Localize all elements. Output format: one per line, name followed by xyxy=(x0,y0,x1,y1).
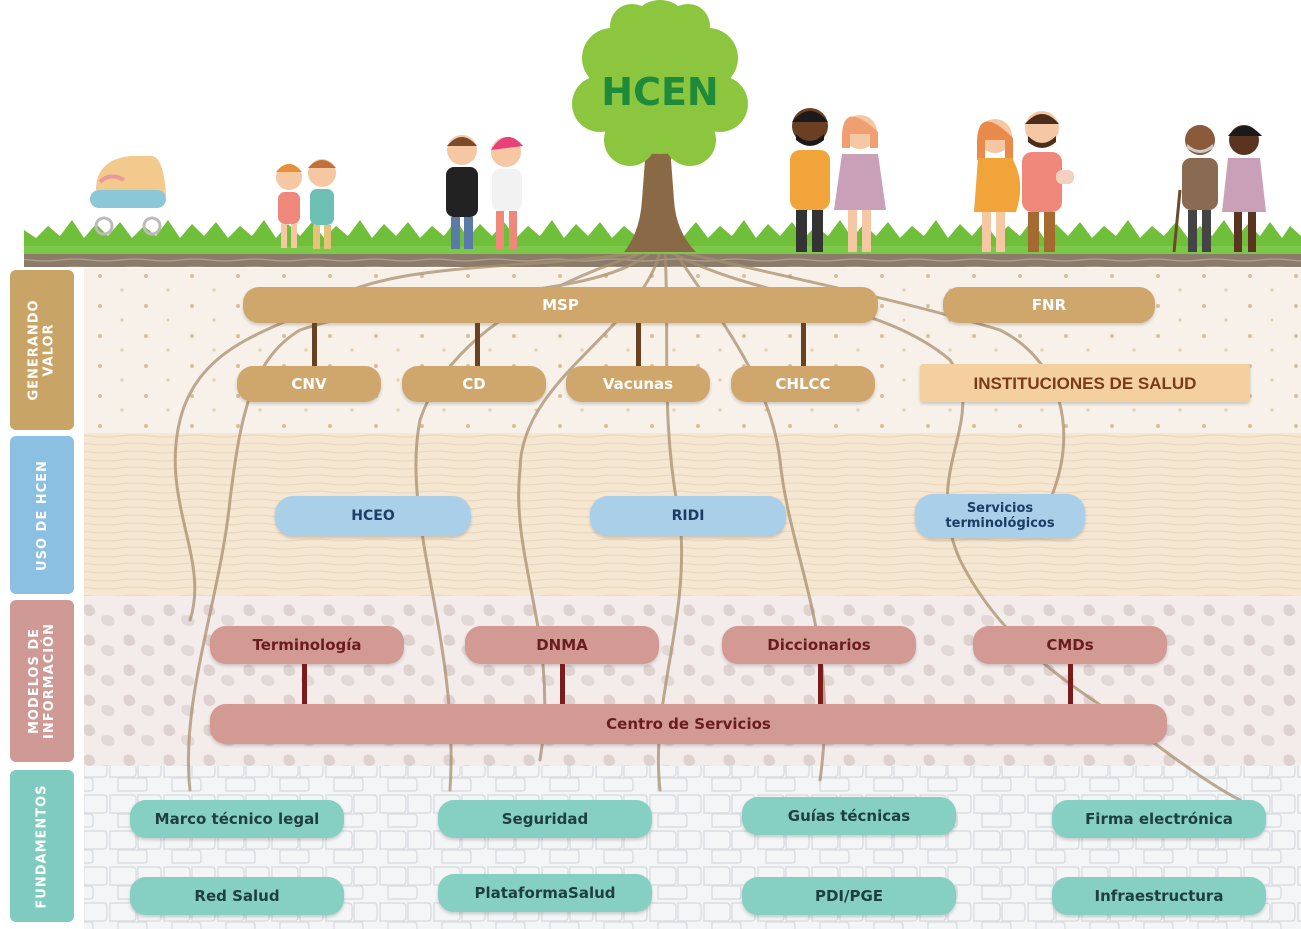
instituciones-de-salud-box: INSTITUCIONES DE SALUD xyxy=(920,364,1250,402)
msp-box: MSP xyxy=(243,287,878,323)
red-salud-box: Red Salud xyxy=(130,877,344,915)
hceo-box: HCEO xyxy=(275,496,471,536)
marco-tecnico-legal-box: Marco técnico legal xyxy=(130,800,344,838)
elderly-man-icon xyxy=(1172,125,1218,253)
connector-diccionarios-centro xyxy=(818,664,823,704)
ridi-box: RIDI xyxy=(590,496,786,536)
infraestructura-box: Infraestructura xyxy=(1052,877,1266,915)
side-label-uso-de-hcen: USO DE HCEN xyxy=(10,436,74,594)
connector-msp-cnv xyxy=(312,323,317,366)
connector-msp-chlcc xyxy=(801,323,806,366)
fnr-box: FNR xyxy=(943,287,1155,323)
connector-cmds-centro xyxy=(1068,664,1073,704)
connector-msp-vacunas xyxy=(636,323,641,366)
stroller-icon xyxy=(90,156,166,236)
side-label-generando-valor: GENERANDO VALOR xyxy=(10,270,74,430)
terminologia-box: Terminología xyxy=(210,626,404,664)
servicios-terminologicos-box: Servicios terminológicos xyxy=(915,494,1085,538)
plataformasalud-box: PlataformaSalud xyxy=(438,874,652,912)
people-illustration xyxy=(90,108,1266,253)
adult-man-icon xyxy=(790,108,830,252)
tree-crown xyxy=(572,0,748,166)
cnv-box: CNV xyxy=(237,366,381,402)
vacunas-box: Vacunas xyxy=(566,366,710,402)
pregnant-woman-icon xyxy=(974,119,1021,252)
elderly-woman-icon xyxy=(1222,125,1266,252)
adult-woman-icon xyxy=(834,115,886,252)
firma-electronica-box: Firma electrónica xyxy=(1052,800,1266,838)
child-girl-icon xyxy=(276,164,302,248)
child-boy-icon xyxy=(308,159,336,249)
father-with-baby-icon xyxy=(1022,111,1074,252)
hcen-tree xyxy=(572,0,748,252)
side-label-modelos-de-informacion: MODELOS DE INFORMACIÓN xyxy=(10,600,74,762)
centro-de-servicios-box: Centro de Servicios xyxy=(210,704,1167,744)
connector-terminologia-centro xyxy=(302,664,307,704)
teen-girl-icon xyxy=(491,136,523,249)
diccionarios-box: Diccionarios xyxy=(722,626,916,664)
side-label-fundamentos: FUNDAMENTOS xyxy=(10,770,74,922)
seguridad-box: Seguridad xyxy=(438,800,652,838)
cmds-box: CMDs xyxy=(973,626,1167,664)
tree-title: HCEN xyxy=(601,70,719,114)
guias-tecnicas-box: Guías técnicas xyxy=(742,797,956,835)
cd-box: CD xyxy=(402,366,546,402)
connector-msp-cd xyxy=(475,323,480,366)
chlcc-box: CHLCC xyxy=(731,366,875,402)
dnma-box: DNMA xyxy=(465,626,659,664)
teen-boy-icon xyxy=(446,135,478,249)
tree-trunk xyxy=(624,120,696,252)
connector-dnma-centro xyxy=(560,664,565,704)
pdi-pge-box: PDI/PGE xyxy=(742,877,956,915)
